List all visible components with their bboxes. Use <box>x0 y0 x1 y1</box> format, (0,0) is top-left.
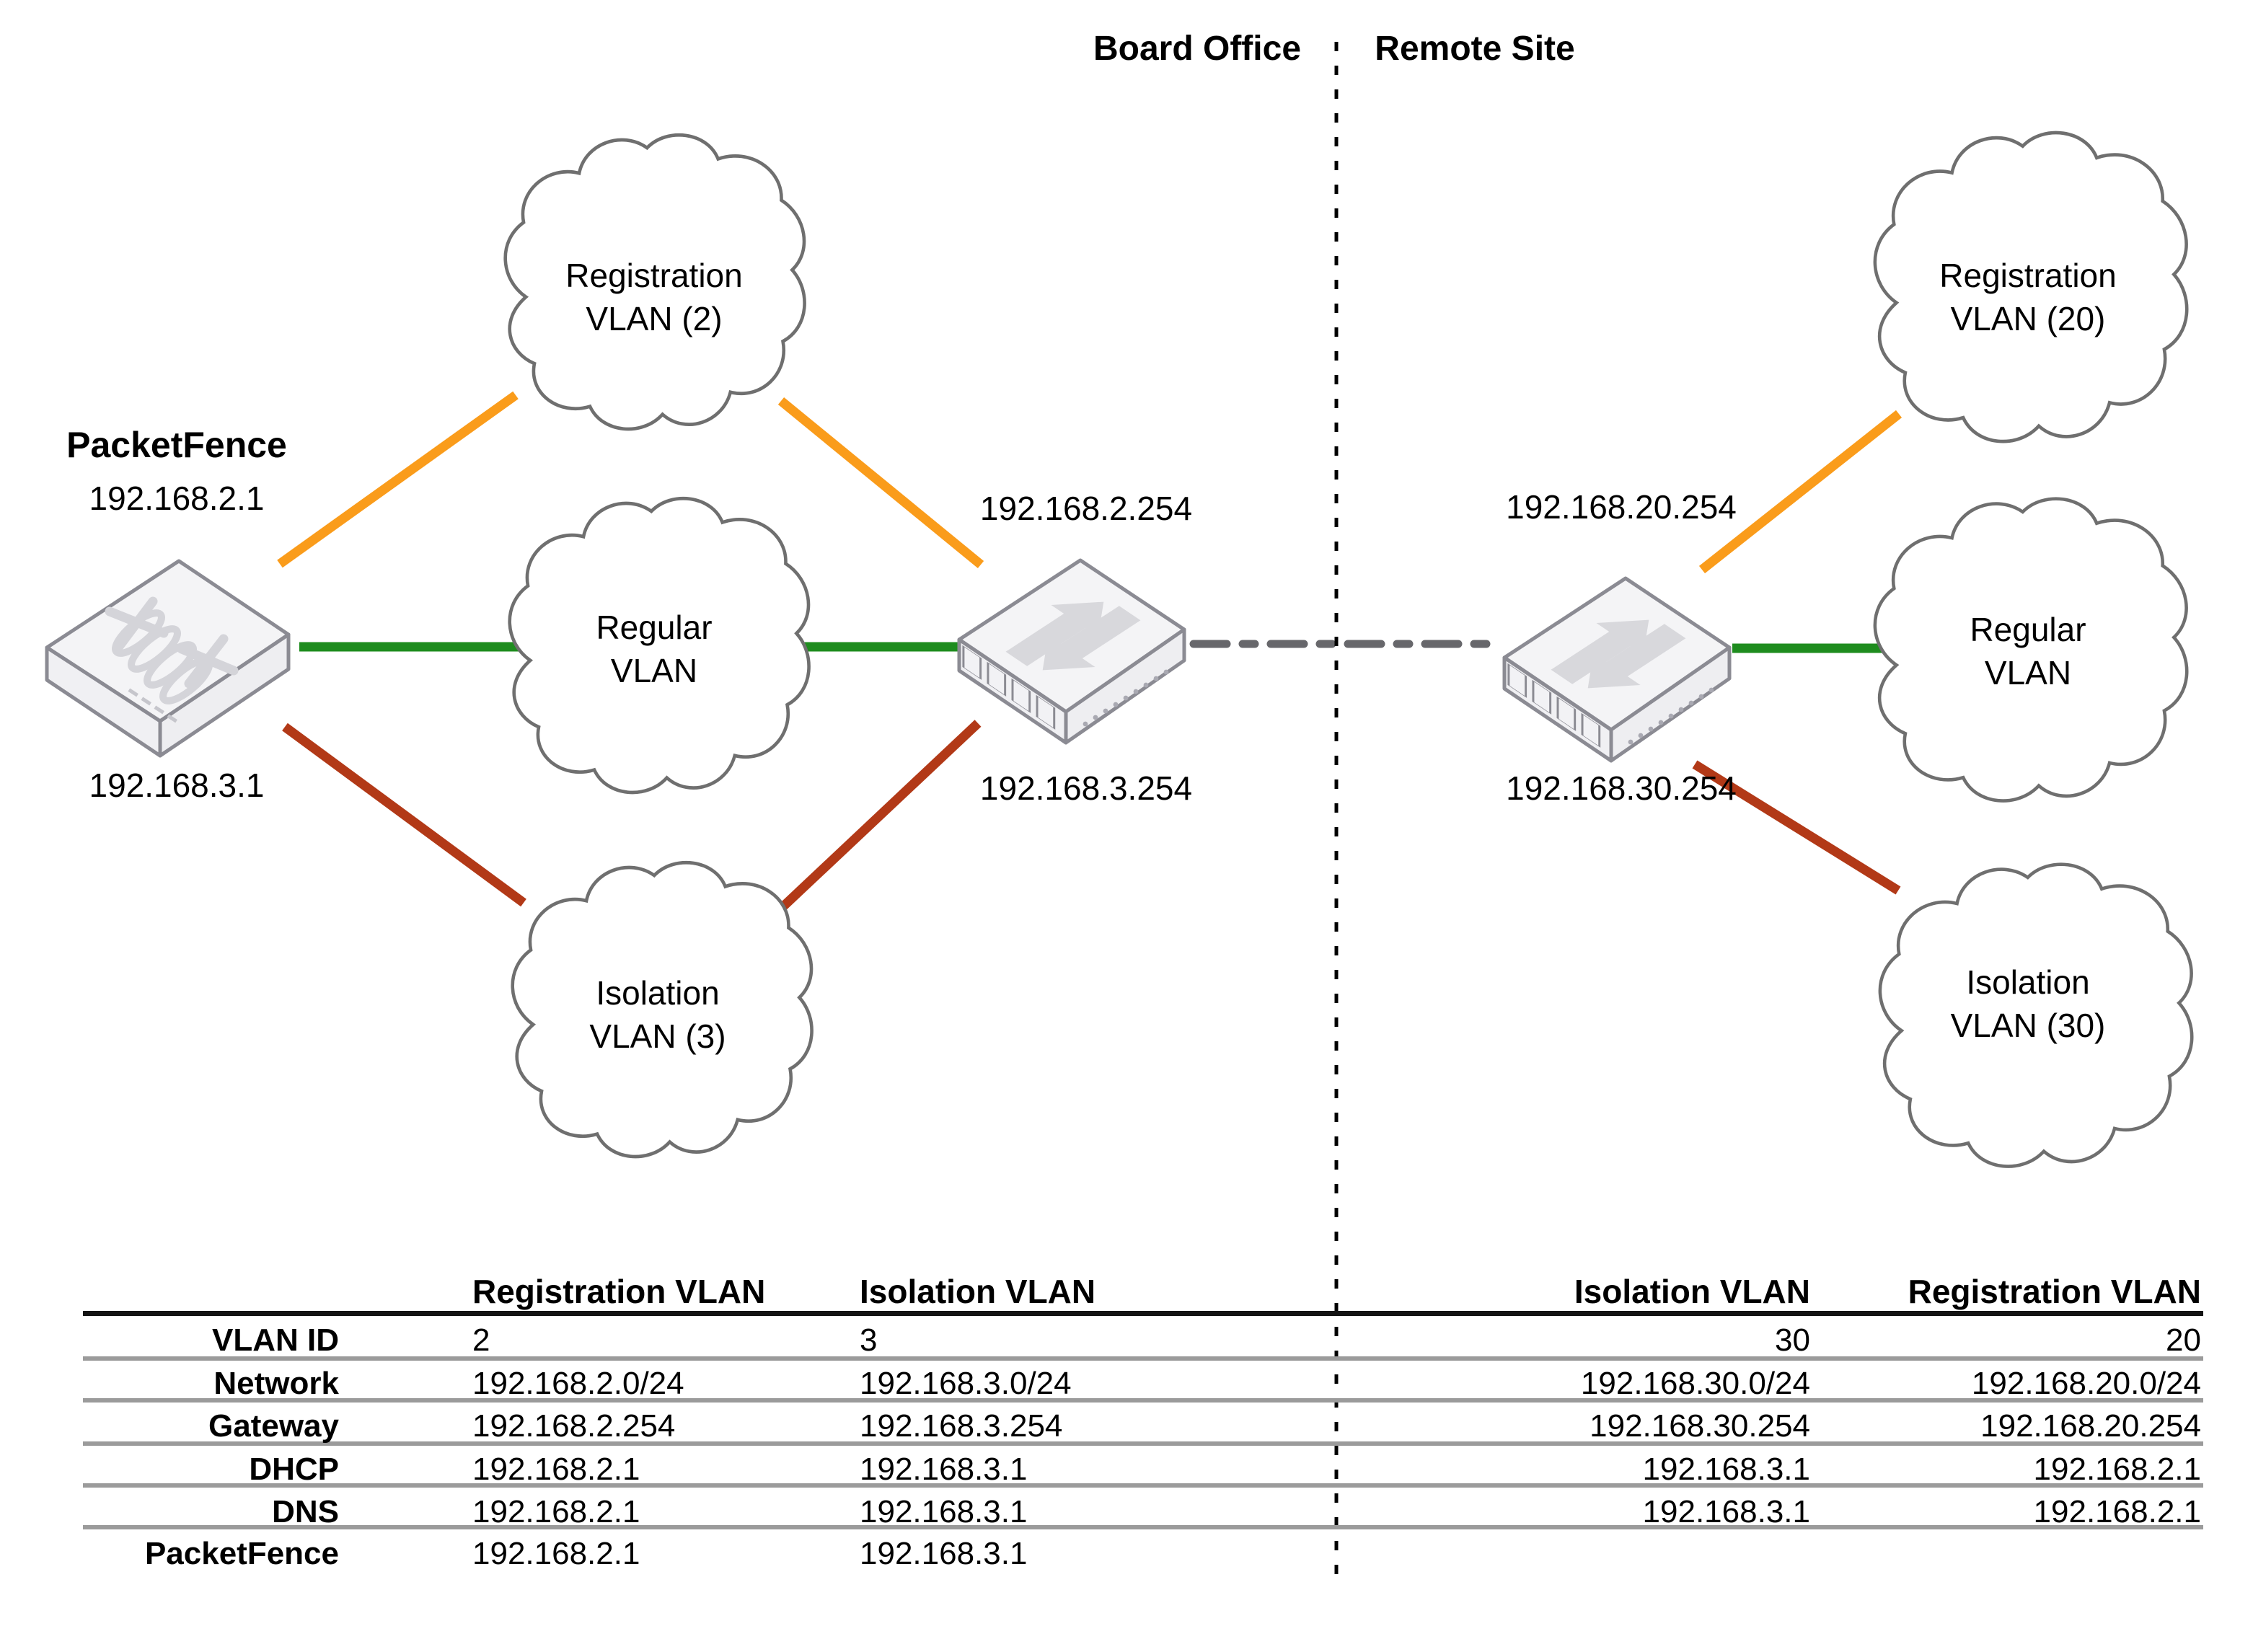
cloud-line2: VLAN (2) <box>586 300 723 337</box>
site-label-remote-site: Remote Site <box>1375 30 1575 68</box>
site-label-board-office: Board Office <box>1093 30 1302 68</box>
table-row-rule <box>83 1356 2203 1361</box>
cloud-label-board-regular: Regular VLAN <box>510 606 798 692</box>
table-rowlabel-network: Network <box>213 1366 339 1401</box>
remote-switch-ip-isolation: 192.168.30.254 <box>1506 769 1737 807</box>
link-isolation-remote <box>1692 760 1901 895</box>
packetfence-ip-registration: 192.168.2.1 <box>89 480 265 517</box>
table-cell: 192.168.2.1 <box>472 1536 640 1571</box>
table-cell: 192.168.3.1 <box>860 1452 1028 1487</box>
table-cell: 192.168.3.1 <box>860 1494 1028 1529</box>
link-registration-remote <box>1698 410 1903 574</box>
table-cell: 192.168.3.1 <box>1642 1452 1810 1487</box>
packetfence-server-icon <box>45 559 291 758</box>
cloud-line1: Registration <box>1939 257 2117 294</box>
table-cell: 192.168.20.254 <box>1980 1408 2201 1444</box>
table-cell: 192.168.3.1 <box>1642 1494 1810 1529</box>
cloud-line1: Regular <box>596 609 713 646</box>
table-rowlabel-vlan-id: VLAN ID <box>212 1322 339 1358</box>
table-cell: 192.168.3.0/24 <box>860 1366 1072 1401</box>
table-row-rule <box>83 1441 2203 1446</box>
table-cell: 30 <box>1775 1322 1810 1358</box>
table-row-rule <box>83 1525 2203 1529</box>
packetfence-ip-isolation: 192.168.3.1 <box>89 767 265 804</box>
table-rowlabel-packetfence: PacketFence <box>144 1536 339 1571</box>
switch-icon-board <box>959 560 1184 743</box>
link-isolation-cloud-to-switch <box>779 720 982 911</box>
cloud-line1: Registration <box>565 257 743 294</box>
packetfence-barbed-wire-logo <box>105 596 239 704</box>
table-cell: 3 <box>860 1322 878 1358</box>
table-cell: 192.168.2.1 <box>472 1452 640 1487</box>
cloud-label-board-registration: Registration VLAN (2) <box>510 254 798 340</box>
cloud-label-remote-isolation: Isolation VLAN (30) <box>1884 960 2172 1047</box>
table-col-board-isolation: Isolation VLAN <box>860 1273 1096 1310</box>
cloud-line1: Isolation <box>1966 963 2090 1001</box>
board-switch-ip-isolation: 192.168.3.254 <box>979 769 1193 807</box>
table-cell: 192.168.2.0/24 <box>472 1366 684 1401</box>
table-cell: 192.168.3.1 <box>860 1536 1028 1571</box>
packetfence-front-marks <box>128 688 177 723</box>
board-switch-ip-registration: 192.168.2.254 <box>979 490 1193 527</box>
table-cell: 192.168.3.254 <box>860 1408 1063 1444</box>
table-cell: 192.168.2.254 <box>472 1408 676 1444</box>
link-registration-pf-to-cloud <box>277 391 519 568</box>
packetfence-title: PacketFence <box>66 425 287 465</box>
table-row-rule <box>83 1398 2203 1403</box>
cloud-label-remote-regular: Regular VLAN <box>1884 608 2172 694</box>
cloud-line2: VLAN (3) <box>589 1017 726 1055</box>
table-row-rule <box>83 1483 2203 1488</box>
remote-switch-ip-registration: 192.168.20.254 <box>1506 488 1737 526</box>
table-col-board-registration: Registration VLAN <box>472 1273 766 1310</box>
table-cell: 20 <box>2166 1322 2201 1358</box>
table-cell: 192.168.20.0/24 <box>1971 1366 2201 1401</box>
link-isolation-pf-to-cloud <box>282 723 526 907</box>
cloud-line2: VLAN <box>610 652 698 689</box>
cloud-label-remote-registration: Registration VLAN (20) <box>1884 254 2172 340</box>
cloud-line1: Isolation <box>596 974 720 1012</box>
table-rowlabel-gateway: Gateway <box>208 1408 339 1444</box>
table-cell: 192.168.30.0/24 <box>1580 1366 1810 1401</box>
cloud-line2: VLAN (20) <box>1950 300 2106 337</box>
table-rowlabel-dns: DNS <box>272 1494 339 1529</box>
table-cell: 192.168.2.1 <box>2033 1494 2201 1529</box>
table-cell: 2 <box>472 1322 490 1358</box>
cloud-line2: VLAN <box>1984 654 2072 692</box>
cloud-label-board-isolation: Isolation VLAN (3) <box>513 971 802 1058</box>
table-cell: 192.168.2.1 <box>2033 1452 2201 1487</box>
switch-icon-remote <box>1504 578 1729 761</box>
table-col-remote-registration: Registration VLAN <box>1908 1273 2201 1310</box>
table-cell: 192.168.2.1 <box>472 1494 640 1529</box>
table-cell: 192.168.30.254 <box>1590 1408 1810 1444</box>
cloud-line2: VLAN (30) <box>1950 1007 2106 1044</box>
table-header-rule <box>83 1311 2203 1316</box>
link-registration-cloud-to-switch <box>777 397 984 569</box>
table-rowlabel-dhcp: DHCP <box>249 1452 339 1487</box>
cloud-line1: Regular <box>1970 611 2086 648</box>
table-col-remote-isolation: Isolation VLAN <box>1574 1273 1810 1310</box>
